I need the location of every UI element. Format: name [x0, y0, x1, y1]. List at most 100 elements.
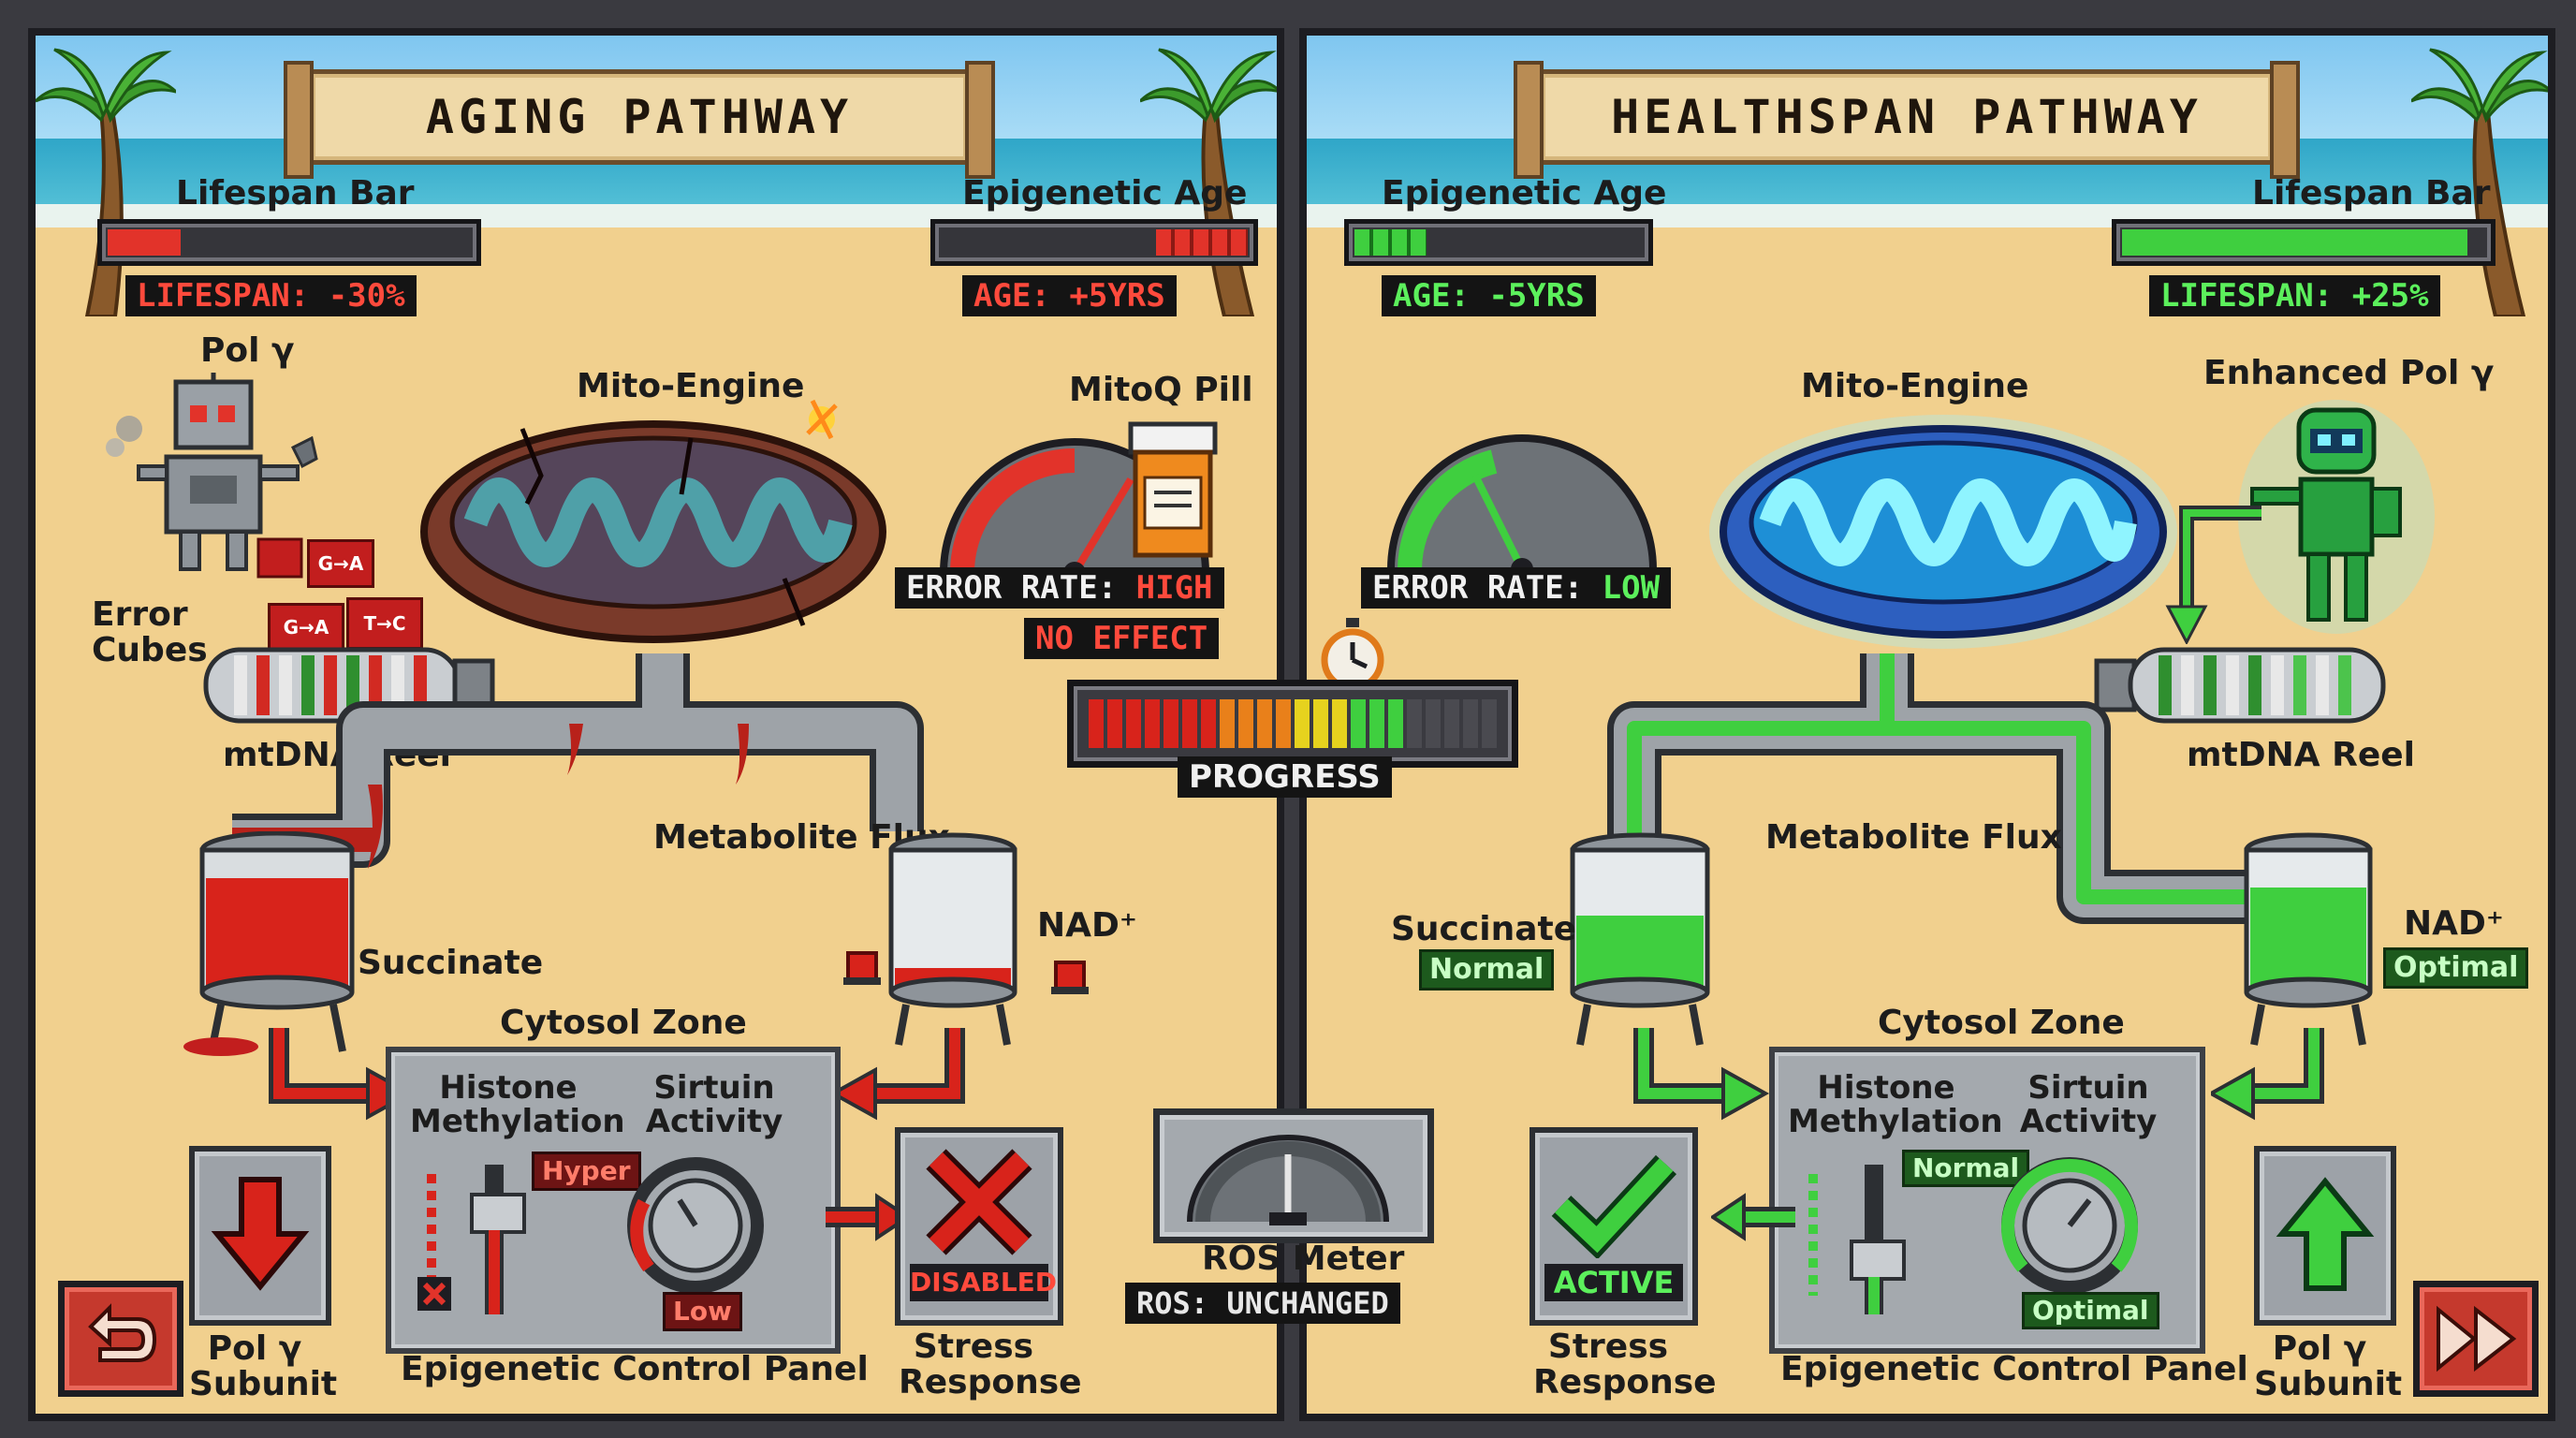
- alarm-icon: [843, 951, 881, 985]
- pathway-title-banner: AGING PATHWAY: [284, 61, 995, 179]
- pol-gamma-label: Pol γ: [200, 331, 295, 370]
- epigenetic-age-bar: [930, 219, 1258, 266]
- lifespan-value: LIFESPAN: -30%: [125, 275, 417, 316]
- mtdna-reel-label: mtDNA Reel: [2187, 736, 2416, 774]
- lifespan-bar-fill: [2122, 229, 2467, 256]
- histone-slider-handle[interactable]: [1850, 1240, 1906, 1281]
- progress-segment: [1238, 699, 1253, 748]
- progress-bar: [1067, 680, 1518, 768]
- flow-arrow: [1711, 1193, 1795, 1241]
- pol-subunit-down-button[interactable]: [189, 1146, 331, 1326]
- progress-segment: [1313, 699, 1328, 748]
- stress-state-label: DISABLED: [910, 1264, 1057, 1301]
- progress-segment: [1126, 699, 1141, 748]
- ros-meter-gauge: [1187, 1135, 1389, 1225]
- progress-segment: [1107, 699, 1122, 748]
- progress-segment: [1332, 699, 1347, 748]
- error-rate-text: ERROR RATE:: [1372, 569, 1603, 607]
- epigenetic-control-panel: Histone Methylation Sirtuin Activity Nor…: [1769, 1047, 2205, 1354]
- histone-state-badge: Normal: [1902, 1150, 2030, 1187]
- alarm-icon: [1051, 961, 1089, 994]
- fast-forward-icon: [2437, 1305, 2517, 1372]
- stress-response-switch[interactable]: DISABLED: [895, 1127, 1063, 1326]
- stress-response-switch[interactable]: ACTIVE: [1530, 1127, 1698, 1326]
- succinate-tank: [183, 831, 355, 1056]
- stress-state-label: ACTIVE: [1544, 1264, 1683, 1301]
- down-arrow-icon: [211, 1177, 310, 1291]
- age-value: AGE: +5YRS: [962, 275, 1177, 316]
- healthy-mito-engine: [1709, 415, 2177, 649]
- progress-segment: [1201, 699, 1216, 748]
- epigenetic-age-fill: [1354, 229, 1427, 256]
- epigenetic-control-panel-label: Epigenetic Control Panel: [401, 1350, 869, 1388]
- histone-state-badge: Hyper: [532, 1152, 641, 1191]
- progress-segment: [1220, 699, 1235, 748]
- sirtuin-activity-label: Sirtuin Activity: [2019, 1069, 2158, 1140]
- aging-pathway-panel: AGING PATHWAY Lifespan Bar LIFESPAN: -30…: [28, 28, 1284, 1421]
- back-button[interactable]: [58, 1281, 183, 1397]
- cytosol-zone-label: Cytosol Zone: [1878, 1004, 2125, 1042]
- progress-segment: [1482, 699, 1497, 748]
- lifespan-bar: [2112, 219, 2496, 266]
- mito-engine-label: Mito-Engine: [1801, 367, 2029, 405]
- progress-segment: [1426, 699, 1441, 748]
- error-cubes-label: Error Cubes: [92, 595, 208, 669]
- mito-engine-label: Mito-Engine: [577, 367, 805, 405]
- epigenetic-control-panel: Histone Methylation Sirtuin Activity Hyp…: [386, 1047, 841, 1354]
- progress-label: PROGRESS: [1178, 756, 1392, 798]
- epigenetic-age-label: Epigenetic Age: [1382, 174, 1667, 213]
- progress-bar-segments: [1089, 699, 1497, 748]
- error-cube: G→A: [307, 539, 374, 588]
- stress-response-label: Stress Response: [899, 1328, 1082, 1401]
- error-cube: T→C: [346, 597, 423, 650]
- pathway-title: AGING PATHWAY: [425, 90, 854, 144]
- fast-forward-button[interactable]: [2413, 1281, 2539, 1397]
- pathway-title-banner: HEALTHSPAN PATHWAY: [1514, 61, 2300, 179]
- histone-level-meter: [427, 1174, 436, 1296]
- lifespan-bar-label: Lifespan Bar: [176, 174, 415, 213]
- histone-methylation-label: Histone Methylation: [1788, 1069, 2003, 1140]
- pol-subunit-up-button[interactable]: [2254, 1146, 2396, 1326]
- flow-arrow: [833, 1028, 965, 1121]
- succinate-tank: [1570, 832, 1710, 1046]
- damaged-mito-engine: [420, 399, 886, 643]
- repair-beam: [2165, 506, 2261, 644]
- sirtuin-dial[interactable]: [1999, 1155, 2140, 1296]
- lifespan-value: LIFESPAN: +25%: [2149, 275, 2440, 316]
- sirtuin-dial[interactable]: [625, 1155, 766, 1296]
- pol-subunit-label: Pol γ Subunit: [189, 1329, 338, 1403]
- nad-label: NAD⁺: [2404, 904, 2504, 943]
- progress-segment: [1182, 699, 1197, 748]
- sirtuin-state-badge: Optimal: [2022, 1292, 2159, 1329]
- x-icon: [417, 1277, 451, 1311]
- progress-segment: [1295, 699, 1310, 748]
- error-rate-readout: ERROR RATE: HIGH: [895, 567, 1224, 609]
- progress-segment: [1145, 699, 1160, 748]
- error-rate-text: ERROR RATE:: [906, 569, 1136, 607]
- nad-label: NAD⁺: [1037, 906, 1137, 945]
- lifespan-bar-label: Lifespan Bar: [2252, 174, 2491, 213]
- epigenetic-control-panel-label: Epigenetic Control Panel: [1780, 1350, 2248, 1388]
- progress-segment: [1388, 699, 1403, 748]
- pol-subunit-label: Pol γ Subunit: [2254, 1329, 2403, 1403]
- histone-slider-fill: [489, 1230, 500, 1314]
- age-value: AGE: -5YRS: [1382, 275, 1596, 316]
- histone-slider-handle[interactable]: [470, 1193, 526, 1234]
- x-icon: [926, 1149, 1032, 1255]
- ros-meter-label: ROS Meter: [1202, 1240, 1405, 1278]
- progress-segment: [1257, 699, 1272, 748]
- back-arrow-icon: [88, 1303, 157, 1362]
- error-rate-gauge: [1387, 434, 1657, 579]
- error-rate-level: LOW: [1602, 569, 1661, 607]
- flow-arrow: [2211, 1028, 2324, 1121]
- nad-state-badge: Optimal: [2383, 947, 2529, 989]
- mitoq-pill-label: MitoQ Pill: [1069, 371, 1253, 409]
- error-rate-level: HIGH: [1135, 569, 1213, 607]
- cytosol-zone-label: Cytosol Zone: [500, 1004, 747, 1042]
- broken-robot-icon: [106, 373, 318, 579]
- lifespan-bar-fill: [108, 229, 181, 256]
- histone-methylation-label: Histone Methylation: [410, 1069, 625, 1140]
- succinate-label: Succinate: [358, 944, 544, 982]
- progress-segment: [1444, 699, 1459, 748]
